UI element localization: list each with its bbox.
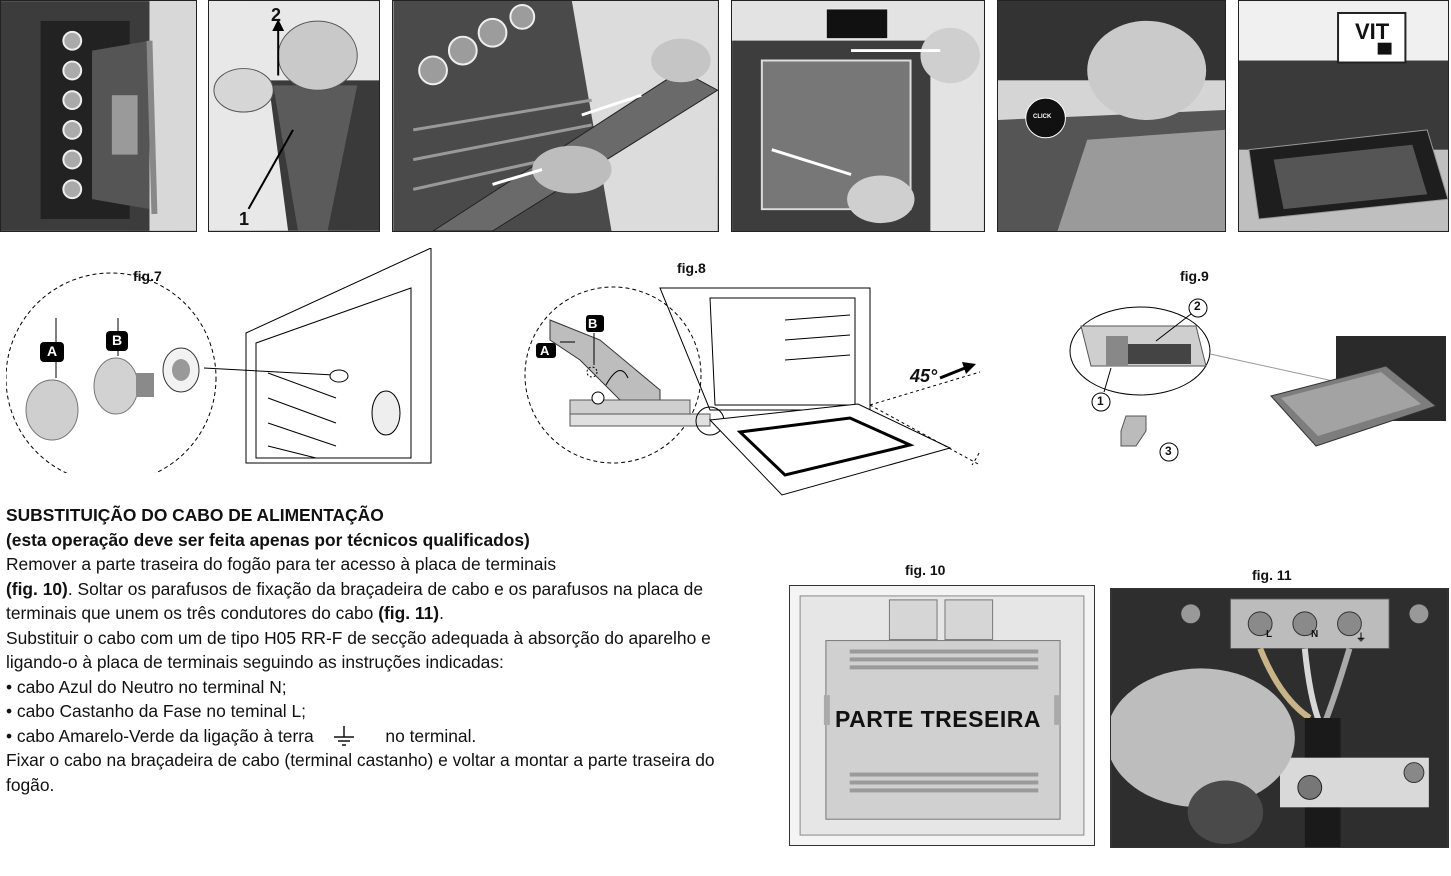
photo-arrow-label-2: 2	[271, 5, 282, 25]
fig9-label-3: 3	[1165, 444, 1172, 458]
fig8-label-a: A	[540, 343, 550, 358]
fig9-label-2: 2	[1194, 299, 1201, 313]
terminal-label-ground: ⏚	[1356, 633, 1366, 644]
fig10-panel	[789, 585, 1095, 846]
fig7-label: fig.7	[133, 268, 162, 284]
fig11-label: fig. 11	[1252, 567, 1292, 583]
fig7-label-b: B	[112, 332, 123, 348]
glass-slide-out-illustration	[732, 1, 984, 231]
fig9-label-1: 1	[1097, 394, 1104, 408]
fig8-label: fig.8	[677, 260, 706, 276]
fig10-label: fig. 10	[905, 562, 946, 578]
oven-glass-removal-illustration	[393, 1, 718, 231]
photo-step-2: 2 1	[208, 0, 380, 232]
bullet-phase: • cabo Castanho da Fase no teminal L;	[6, 701, 306, 721]
bullet-ground: • cabo Amarelo-Verde da ligação à terra …	[6, 724, 766, 749]
terminal-board-illustration	[1111, 589, 1448, 847]
terminal-label-l: L	[1266, 629, 1273, 640]
p1-text-a: Remover a parte traseira do fogão para t…	[6, 554, 557, 574]
fig11-ref: (fig. 11)	[378, 603, 440, 623]
fig9-label: fig.9	[1180, 268, 1209, 284]
p1-text-b: . Soltar os parafusos de fixação da braç…	[6, 578, 704, 624]
fig8-label-b: B	[588, 316, 598, 331]
photo-step-4	[731, 0, 985, 232]
photo-step-5: CLICK	[997, 0, 1226, 232]
fig7-label-a: A	[47, 343, 58, 359]
photo-step-1	[0, 0, 197, 232]
terminal-label-n: N	[1311, 629, 1319, 640]
fig8-angle-label: 45°	[910, 366, 938, 386]
paragraph-2: Substituir o cabo com um de tipo H05 RR-…	[6, 627, 711, 673]
vit-label: VIT	[1355, 19, 1390, 44]
bullet3-text-b: no terminal.	[385, 725, 477, 746]
rear-panel-illustration	[799, 595, 1085, 836]
rear-panel-text: PARTE TRESEIRA	[835, 706, 1041, 732]
fig7-diagram	[6, 248, 432, 473]
door-hinge-illustration	[209, 1, 379, 231]
photo-step-3	[392, 0, 719, 232]
ground-icon	[333, 725, 354, 746]
click-label: CLICK	[1033, 114, 1052, 120]
fig11-photo: L N ⏚	[1110, 588, 1449, 848]
section-heading: SUBSTITUIÇÃO DO CABO DE ALIMENTAÇÃO	[6, 505, 384, 525]
fig9-diagram	[1069, 298, 1446, 462]
paragraph-3: Fixar o cabo na braçadeira de cabo (term…	[6, 750, 715, 795]
bullet3-text-a: • cabo Amarelo-Verde da ligação à terra	[6, 725, 314, 746]
fig10-ref: (fig. 10)	[6, 578, 68, 599]
bullet-neutral: • cabo Azul do Neutro no terminal N;	[6, 676, 287, 697]
power-cable-section: SUBSTITUIÇÃO DO CABO DE ALIMENTAÇÃO (est…	[6, 503, 766, 797]
section-subheading: (esta operação deve ser feita apenas por…	[6, 529, 530, 550]
p1-text-c: .	[439, 603, 444, 623]
oven-finished-illustration	[1239, 1, 1448, 231]
oven-side-illustration	[1, 1, 196, 231]
fig8-diagram	[524, 286, 980, 496]
photo-step-6: VIT	[1238, 0, 1449, 232]
click-into-place-illustration	[998, 1, 1225, 231]
photo-arrow-label-1: 1	[239, 209, 250, 229]
paragraph-1: Remover a parte traseira do fogão para t…	[6, 552, 766, 626]
